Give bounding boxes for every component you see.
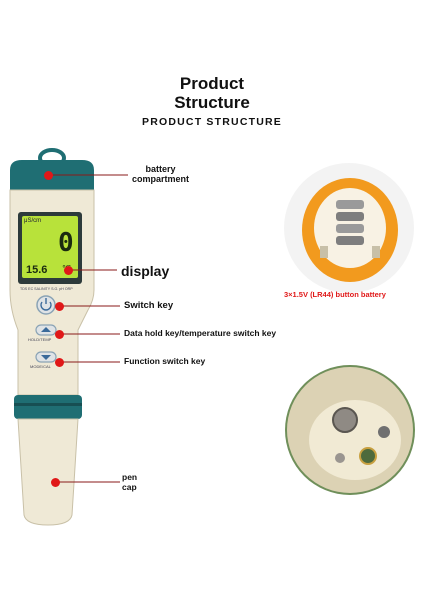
battery-marker xyxy=(44,171,53,180)
mode-key-label: MODE/CAL xyxy=(30,364,51,369)
pen-cap xyxy=(17,418,79,526)
battery-cell xyxy=(336,224,364,233)
power-icon xyxy=(40,301,52,311)
page-title: Product Structure xyxy=(174,74,250,112)
label-switch-key: Switch key xyxy=(124,300,174,311)
label-battery-compartment: battery compartment xyxy=(132,164,190,184)
hold-marker xyxy=(55,330,64,339)
label-display: display xyxy=(121,263,170,279)
function-marker xyxy=(55,358,64,367)
temperature-sensor xyxy=(359,447,377,465)
battery-cell xyxy=(336,236,364,245)
up-arrow-icon xyxy=(41,327,51,332)
page-subtitle: PRODUCT STRUCTURE xyxy=(142,116,282,128)
label-battery-spec: 3×1.5V (LR44) button battery xyxy=(284,290,386,299)
label-function-key: Function switch key xyxy=(124,356,206,366)
mode-strip: TDS EC SALINITY S.G. pH ORP xyxy=(20,287,73,291)
lcd-unit: μS/cm xyxy=(24,218,42,224)
hold-key-label: HOLD/TEMP xyxy=(28,337,52,342)
battery-cell xyxy=(336,212,364,221)
display-marker xyxy=(64,266,73,275)
pen-cap-marker xyxy=(51,478,60,487)
lcd-temperature: 15.6 xyxy=(26,264,48,276)
battery-cell xyxy=(336,200,364,209)
teal-band xyxy=(14,395,82,419)
label-pen-cap: pen cap xyxy=(122,472,138,492)
switch-marker xyxy=(55,302,64,311)
lcd-reading: 0 xyxy=(58,228,74,258)
electrode xyxy=(332,407,358,433)
label-data-hold-key: Data hold key/temperature switch key xyxy=(124,328,277,338)
down-arrow-icon xyxy=(41,355,51,360)
sensor-pin xyxy=(378,426,390,438)
lcd-screen xyxy=(22,216,78,278)
